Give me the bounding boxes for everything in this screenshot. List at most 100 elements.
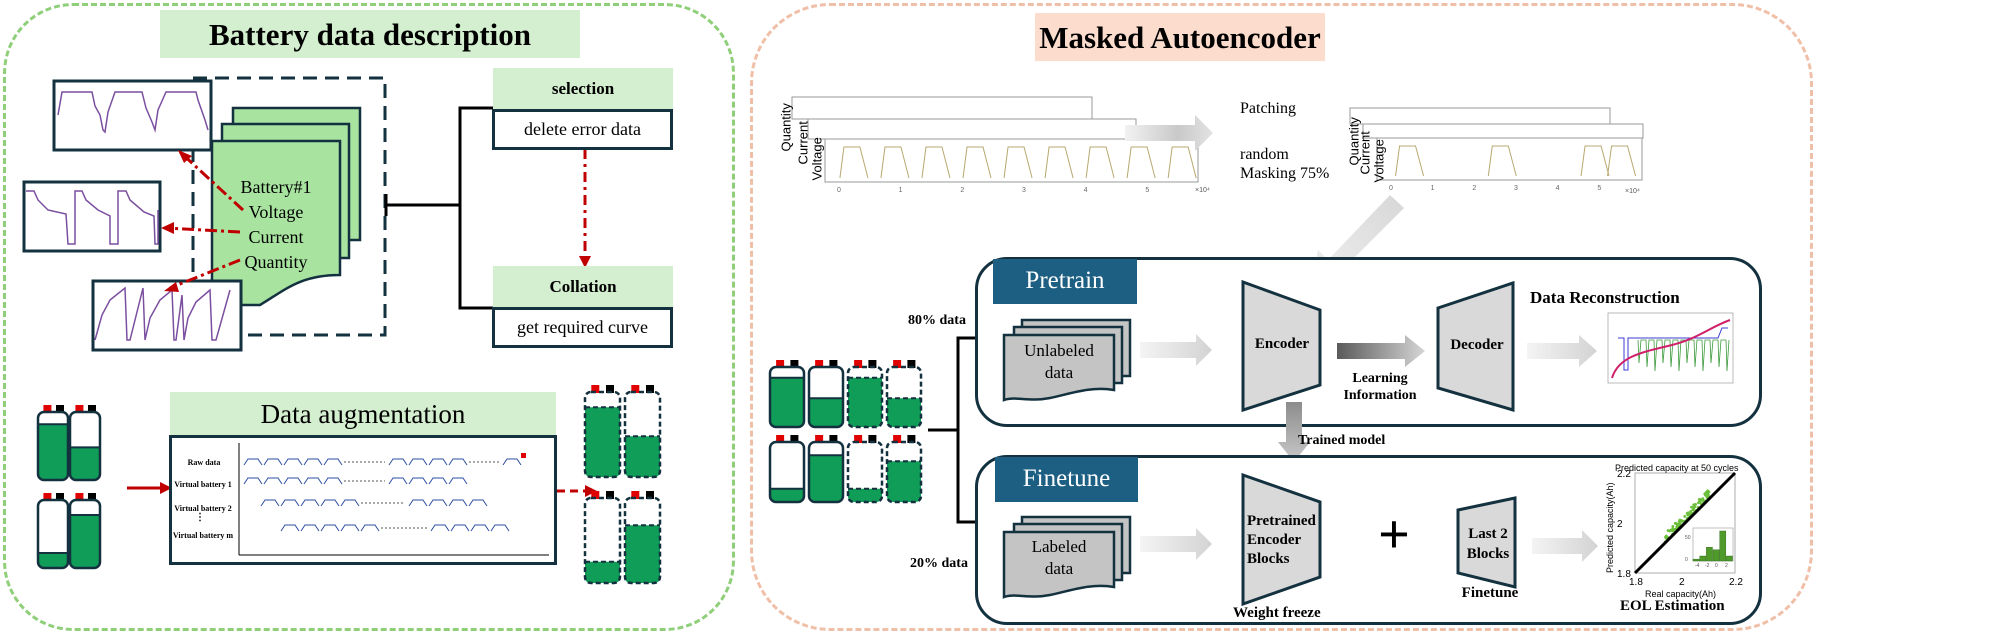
masked-autoencoder-title: Masked Autoencoder xyxy=(1035,13,1325,61)
learning-arrow xyxy=(1337,335,1425,367)
quantity-thumbnail xyxy=(91,279,243,352)
trained-model-label: Trained model xyxy=(1298,433,1386,448)
collation-label: Collation xyxy=(493,266,673,307)
battery-field-current: Current xyxy=(248,227,304,247)
cycle-mark xyxy=(502,458,522,466)
battery-charge-fill xyxy=(848,488,882,502)
augmented-battery-group xyxy=(583,385,662,585)
eol-scatter-point xyxy=(1689,510,1693,513)
eol-scatter-point xyxy=(1690,505,1693,509)
battery-charge-fill xyxy=(70,514,100,568)
cycle-mark xyxy=(408,458,428,466)
battery-positive-terminal xyxy=(75,405,84,413)
battery-positive-terminal xyxy=(893,435,902,443)
battery-outline xyxy=(623,496,662,585)
battery xyxy=(36,493,70,570)
labeled-data-line1: Labeled xyxy=(1031,537,1087,556)
masked-autoencoder-panel xyxy=(750,3,1813,631)
eol-scatter-point xyxy=(1675,525,1679,529)
cycle-mark xyxy=(303,477,323,485)
split-battery-group xyxy=(768,360,923,504)
pretrained-encoder-line2: Encoder xyxy=(1247,532,1302,548)
eol-scatter-point xyxy=(1698,497,1702,501)
voltage-cycle xyxy=(1580,145,1610,177)
battery-negative-terminal xyxy=(790,360,799,368)
collation-step-box: get required curve xyxy=(492,307,673,348)
unlabeled-data-line1: Unlabeled xyxy=(1024,341,1094,360)
battery-positive-terminal xyxy=(854,360,863,368)
inset-y-tick: 50 xyxy=(1685,535,1691,541)
current-arrowhead xyxy=(161,222,174,234)
augmented-battery xyxy=(623,385,662,479)
cycle-mark xyxy=(283,458,303,466)
pretrained-encoder-line1: Pretrained xyxy=(1247,513,1316,529)
split-battery xyxy=(846,360,884,429)
battery-outline xyxy=(68,498,102,570)
battery-positive-terminal xyxy=(631,385,640,393)
cycle-mark xyxy=(430,524,450,532)
current-thumbnail xyxy=(22,180,162,253)
battery-positive-terminal xyxy=(776,435,785,443)
decoder-block xyxy=(1436,280,1515,413)
aug-row-virtual-2: Virtual battery 2 xyxy=(174,504,232,513)
current-curve xyxy=(26,190,159,245)
battery-name: Battery#1 xyxy=(240,177,312,197)
pretrain-arrows xyxy=(1140,334,1212,366)
eol-scatter-point xyxy=(1678,522,1682,525)
x-tick-label: 3 xyxy=(1514,185,1518,192)
eol-scatter-point xyxy=(1671,524,1675,528)
raw-ylabel-quantity: Quantity xyxy=(778,103,794,152)
battery-negative-terminal xyxy=(606,385,614,393)
voltage-cycle xyxy=(839,146,869,179)
voltage-cycle xyxy=(1044,146,1074,179)
pretrain-tag: Pretrain xyxy=(993,259,1137,304)
battery-charge-fill xyxy=(625,436,660,477)
inset-bar xyxy=(1692,558,1700,562)
cycle-mark xyxy=(283,477,303,485)
eol-x-tick: 2.2 xyxy=(1729,577,1743,588)
unlabeled-data-stack xyxy=(1002,318,1132,402)
voltage-cycle xyxy=(1607,145,1637,177)
labeled-data-line2: data xyxy=(1044,559,1074,578)
battery-negative-terminal xyxy=(88,493,96,501)
x-tick-label: 5 xyxy=(1597,185,1601,192)
battery-card-front xyxy=(210,139,342,307)
battery-card-text: Battery#1 Voltage Current Quantity xyxy=(212,175,340,275)
cycle-mark xyxy=(260,499,280,507)
pretrained-encoder-block xyxy=(1241,472,1322,607)
battery-outline xyxy=(68,410,102,482)
x-tick-label: 4 xyxy=(1556,185,1560,192)
battery-negative-terminal xyxy=(868,435,877,443)
cycle-mark xyxy=(428,477,448,485)
eol-scatter-point xyxy=(1701,497,1705,501)
voltage-cycle xyxy=(962,146,992,179)
x-tick-label: 1 xyxy=(1431,185,1435,192)
battery-outline xyxy=(36,410,70,482)
end-flag xyxy=(521,453,526,458)
eol-scatter-point xyxy=(1681,519,1685,523)
finetune-share-label: 20% data xyxy=(910,556,968,571)
raw-ylabel-current: Current xyxy=(795,121,811,165)
pretrained-encoder-line3: Blocks xyxy=(1247,551,1290,567)
battery-outline xyxy=(623,390,662,479)
trained-model-arrow xyxy=(1278,402,1310,462)
battery-negative-terminal xyxy=(606,491,614,499)
battery-charge-fill xyxy=(809,455,843,502)
battery-charge-fill xyxy=(585,407,620,477)
battery-outline xyxy=(768,365,806,429)
cycle-mark xyxy=(263,477,283,485)
battery-field-voltage: Voltage xyxy=(248,202,304,222)
voltage-plot xyxy=(824,138,1199,183)
patching-arrow xyxy=(1125,115,1213,151)
cycle-mark xyxy=(300,524,320,532)
split-battery xyxy=(885,435,923,504)
pipeline-bracket xyxy=(458,106,493,310)
cycle-mark xyxy=(340,499,360,507)
battery-outline xyxy=(807,440,845,504)
eol-scatter-point xyxy=(1707,490,1711,494)
aug-row-virtual-1: Virtual battery 1 xyxy=(174,480,232,489)
eol-x-tick: 1.8 xyxy=(1629,577,1643,588)
battery xyxy=(68,405,102,482)
cycle-mark xyxy=(448,477,468,485)
eol-y-label: Predicted capacity(Ah) xyxy=(1605,482,1615,573)
